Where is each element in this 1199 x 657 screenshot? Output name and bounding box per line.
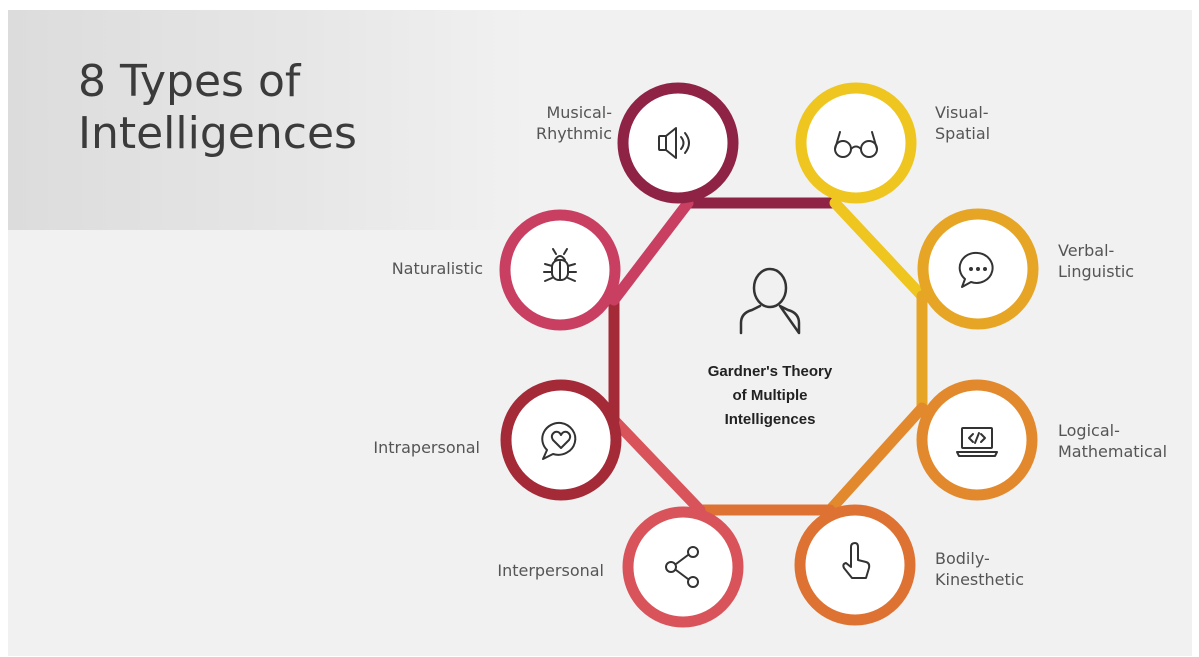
label-visual-line-1: Visual- bbox=[935, 103, 989, 122]
label-musical-line-2: Rhythmic bbox=[536, 124, 612, 143]
label-intrapersonal: Intrapersonal bbox=[373, 437, 480, 458]
label-interpersonal-line-1: Interpersonal bbox=[497, 561, 604, 580]
person-icon bbox=[739, 267, 801, 335]
node-visual bbox=[795, 82, 917, 204]
pointing-hand-icon bbox=[842, 542, 871, 579]
label-verbal-line-1: Verbal- bbox=[1058, 241, 1115, 260]
label-bodily-line-1: Bodily- bbox=[935, 549, 990, 568]
center-title-line-1: Gardner's Theory bbox=[707, 363, 833, 380]
laptop-code-icon bbox=[956, 427, 998, 457]
page-title: 8 Types of Intelligences bbox=[78, 56, 498, 160]
share-icon bbox=[665, 546, 699, 588]
label-musical-line-1: Musical- bbox=[546, 103, 612, 122]
node-intrapersonal bbox=[500, 379, 622, 501]
ring-bodily bbox=[794, 504, 916, 626]
ring-intrapersonal bbox=[500, 379, 622, 501]
label-intrapersonal-line-1: Intrapersonal bbox=[373, 438, 480, 457]
connector-interpersonal-intrapersonal bbox=[608, 414, 706, 516]
label-interpersonal: Interpersonal bbox=[497, 560, 604, 581]
center-title-line-3: Intelligences bbox=[724, 411, 816, 428]
center-title-line-2: of Multiple bbox=[732, 387, 808, 404]
connector-logical-bodily bbox=[824, 402, 928, 516]
page-title-line-1: 8 Types of bbox=[78, 56, 301, 107]
heart-bubble-icon bbox=[541, 421, 577, 460]
glasses-icon bbox=[834, 131, 878, 158]
page-title-line-2: Intelligences bbox=[78, 108, 357, 159]
label-musical: Musical- Rhythmic bbox=[536, 102, 612, 144]
label-bodily: Bodily- Kinesthetic bbox=[935, 548, 1024, 590]
speaker-icon bbox=[658, 127, 690, 159]
node-musical bbox=[617, 82, 739, 204]
label-naturalistic: Naturalistic bbox=[392, 258, 483, 279]
title-band bbox=[8, 10, 528, 230]
node-verbal bbox=[917, 208, 1039, 330]
speech-bubble-icon bbox=[958, 251, 994, 288]
label-verbal-line-2: Linguistic bbox=[1058, 262, 1135, 281]
label-visual: Visual- Spatial bbox=[935, 102, 990, 144]
label-logical-line-2: Mathematical bbox=[1058, 442, 1168, 461]
label-bodily-line-2: Kinesthetic bbox=[935, 570, 1025, 589]
node-naturalistic bbox=[499, 209, 621, 331]
connector-naturalistic-musical bbox=[608, 197, 694, 306]
label-verbal: Verbal- Linguistic bbox=[1058, 240, 1134, 282]
label-logical: Logical- Mathematical bbox=[1058, 420, 1167, 462]
label-visual-line-2: Spatial bbox=[935, 124, 991, 143]
node-bodily bbox=[794, 504, 916, 626]
label-naturalistic-line-1: Naturalistic bbox=[391, 259, 483, 278]
ring-interpersonal bbox=[622, 506, 744, 628]
node-logical bbox=[916, 379, 1038, 501]
bug-icon bbox=[543, 248, 577, 282]
ring-visual bbox=[795, 82, 917, 204]
node-interpersonal bbox=[622, 506, 744, 628]
ring-musical bbox=[617, 82, 739, 204]
connector-visual-verbal bbox=[829, 197, 928, 302]
label-logical-line-1: Logical- bbox=[1058, 421, 1120, 440]
center-title: Gardner's Theory of Multiple Intelligenc… bbox=[660, 360, 880, 432]
